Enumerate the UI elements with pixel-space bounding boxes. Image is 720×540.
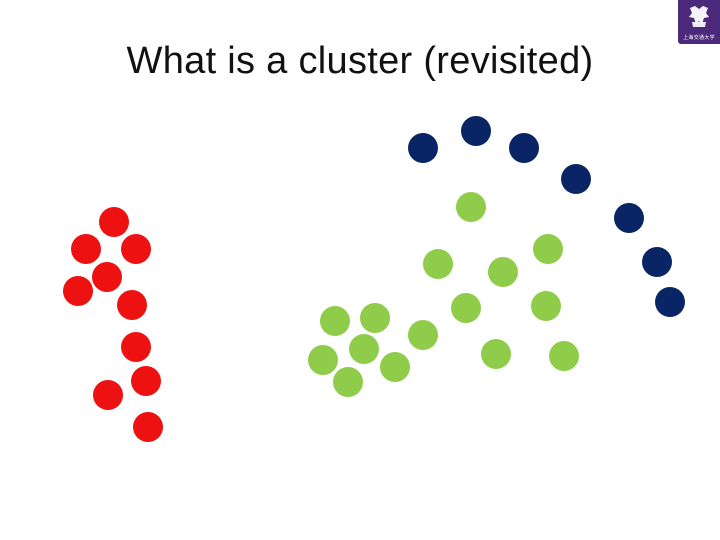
navy-point-2: [461, 116, 491, 146]
green-point-15: [549, 341, 579, 371]
navy-point-1: [408, 133, 438, 163]
cluster-red: [63, 207, 163, 442]
cluster-navy: [408, 116, 685, 317]
green-point-13: [333, 367, 363, 397]
red-point-8: [131, 366, 161, 396]
red-point-5: [63, 276, 93, 306]
green-point-7: [320, 306, 350, 336]
cluster-green: [308, 192, 579, 397]
red-point-10: [133, 412, 163, 442]
navy-point-7: [655, 287, 685, 317]
green-point-6: [531, 291, 561, 321]
red-point-1: [99, 207, 129, 237]
green-point-8: [360, 303, 390, 333]
crest-icon: [689, 6, 709, 27]
green-point-4: [488, 257, 518, 287]
slide-title: What is a cluster (revisited): [126, 40, 594, 82]
logo-text: 上海交通大学: [683, 35, 715, 41]
red-point-6: [117, 290, 147, 320]
navy-point-5: [614, 203, 644, 233]
green-point-3: [423, 249, 453, 279]
navy-point-3: [509, 133, 539, 163]
navy-point-6: [642, 247, 672, 277]
red-point-4: [92, 262, 122, 292]
red-point-7: [121, 332, 151, 362]
green-point-5: [451, 293, 481, 323]
green-point-12: [380, 352, 410, 382]
red-point-3: [121, 234, 151, 264]
navy-point-4: [561, 164, 591, 194]
red-point-2: [71, 234, 101, 264]
green-point-10: [349, 334, 379, 364]
green-point-1: [456, 192, 486, 222]
red-point-9: [93, 380, 123, 410]
green-point-14: [481, 339, 511, 369]
green-point-11: [308, 345, 338, 375]
green-point-9: [408, 320, 438, 350]
university-crest-icon: 上海交通大学: [678, 0, 720, 44]
green-point-2: [533, 234, 563, 264]
